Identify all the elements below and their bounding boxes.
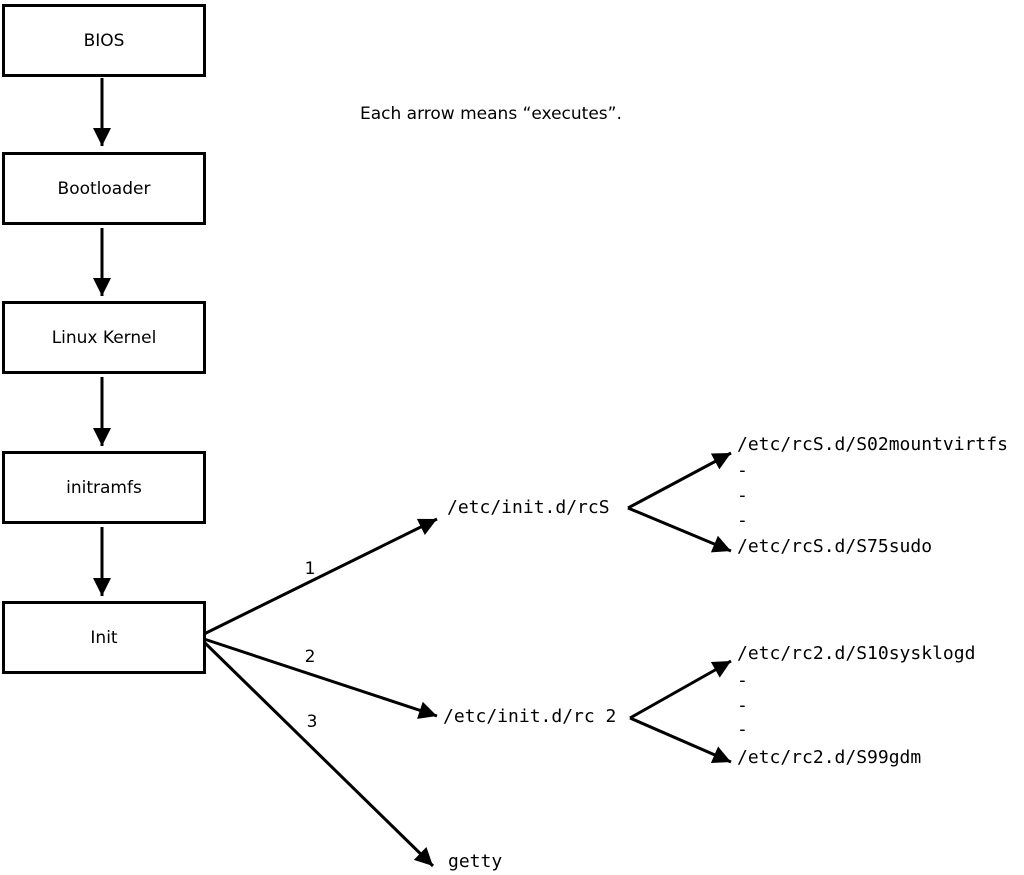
rcs-script-ellipsis-dash: -	[737, 460, 748, 481]
target-rcs: /etc/init.d/rcS	[447, 497, 610, 518]
branch-label-2: 2	[304, 647, 316, 667]
rcs-script-s02mountvirtfs: /etc/rcS.d/S02mountvirtfs	[737, 434, 1008, 455]
box-initramfs: initramfs	[2, 451, 206, 524]
box-initramfs-label: initramfs	[66, 477, 142, 498]
box-init: Init	[2, 601, 206, 674]
rcs-script-s75sudo: /etc/rcS.d/S75sudo	[737, 536, 933, 557]
box-bootloader-label: Bootloader	[57, 178, 151, 199]
arrow-rc2-to-s10sysklogd	[629, 659, 732, 720]
box-bios: BIOS	[2, 4, 206, 77]
rc2-script-ellipsis-dash: -	[737, 719, 748, 740]
branch-label-1: 1	[304, 559, 316, 579]
branch-label-3: 3	[306, 712, 318, 732]
box-init-label: Init	[90, 627, 118, 648]
arrow-rcs-to-s75sudo	[627, 506, 732, 553]
box-bios-label: BIOS	[83, 30, 125, 51]
rc2-script-ellipsis-dash: -	[737, 695, 748, 716]
arrow-rc2-to-s99gdm	[629, 716, 732, 764]
target-rc2: /etc/init.d/rc 2	[443, 706, 617, 727]
target-getty: getty	[448, 851, 503, 872]
box-linux-kernel: Linux Kernel	[2, 301, 206, 374]
legend-note: Each arrow means “executes”.	[360, 104, 622, 124]
arrow-init-to-rcs	[203, 517, 438, 636]
rcs-script-ellipsis-dash: -	[737, 510, 748, 531]
rc2-script-s10sysklogd: /etc/rc2.d/S10sysklogd	[737, 643, 976, 664]
rc2-script-s99gdm: /etc/rc2.d/S99gdm	[737, 747, 922, 768]
rcs-script-ellipsis-dash: -	[737, 485, 748, 506]
rc2-script-ellipsis-dash: -	[737, 670, 748, 691]
arrow-init-to-rc2	[203, 637, 438, 719]
box-bootloader: Bootloader	[2, 152, 206, 225]
box-linux-kernel-label: Linux Kernel	[51, 327, 157, 348]
arrow-rcs-to-s02mountvirtfs	[627, 451, 732, 510]
arrow-init-to-getty	[202, 640, 435, 868]
